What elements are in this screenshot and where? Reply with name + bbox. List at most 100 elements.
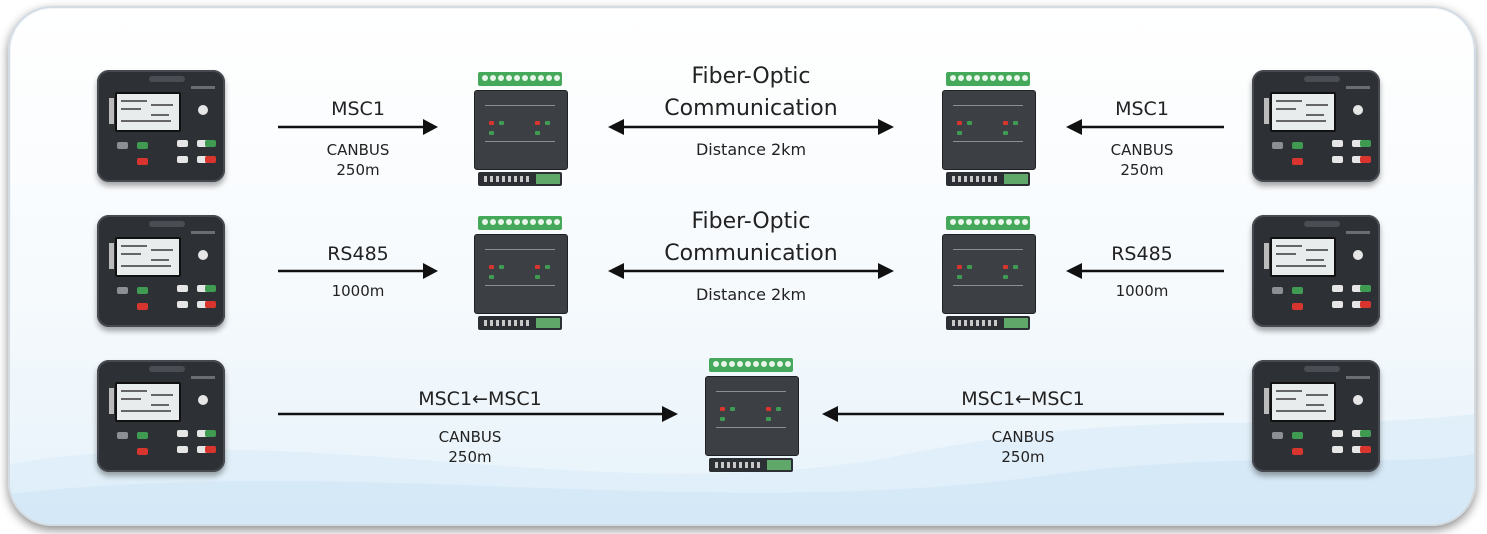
row1-center-title-1: Fiber-Optic xyxy=(691,64,811,89)
module-body xyxy=(942,90,1036,170)
module-body xyxy=(942,234,1036,314)
panel-button xyxy=(177,430,188,437)
controller-row2-left xyxy=(97,215,225,327)
terminal-pin xyxy=(729,361,735,367)
panel-button xyxy=(1332,446,1343,453)
connector-strip xyxy=(478,316,562,330)
connector-pin xyxy=(490,320,493,326)
lcd-line xyxy=(151,104,173,106)
connector-pin xyxy=(958,176,961,182)
connector-strip xyxy=(946,316,1030,330)
terminal-pin xyxy=(950,219,956,225)
divider-line xyxy=(953,285,1023,286)
module-row3-center xyxy=(705,358,799,474)
connector-pin xyxy=(976,176,979,182)
model-tag xyxy=(191,376,215,379)
terminal-pin xyxy=(530,75,536,81)
side-buttons xyxy=(1264,98,1269,124)
panel-button xyxy=(1292,142,1303,149)
side-buttons xyxy=(109,243,114,269)
row3-left-distance: 250m xyxy=(448,448,492,466)
lcd-line xyxy=(121,390,147,392)
lcd-line xyxy=(1276,120,1326,122)
panel-button xyxy=(1360,301,1371,308)
panel-button xyxy=(1332,301,1343,308)
connector-pin xyxy=(982,176,985,182)
terminal-pin xyxy=(998,219,1004,225)
lcd-line xyxy=(121,410,171,412)
terminal-pin xyxy=(482,75,488,81)
panel-button xyxy=(1332,430,1343,437)
terminal-pin xyxy=(1022,75,1028,81)
panel-button xyxy=(1292,158,1303,165)
panel-button xyxy=(1332,285,1343,292)
row2-center-title-2: Communication xyxy=(664,241,838,266)
panel-button xyxy=(197,430,208,437)
lcd-screen xyxy=(1270,92,1336,132)
divider-line xyxy=(716,427,786,428)
terminal-pin xyxy=(1006,75,1012,81)
row3-right-protocol: MSC1←MSC1 xyxy=(961,388,1085,410)
lcd-line xyxy=(121,120,171,122)
panel-button xyxy=(1352,446,1363,453)
status-led xyxy=(489,275,494,279)
panel-button xyxy=(1272,142,1283,149)
panel-button xyxy=(137,287,148,294)
terminal-pin xyxy=(958,75,964,81)
lcd-line xyxy=(121,108,141,110)
status-led xyxy=(957,265,962,269)
nav-keypad xyxy=(1344,96,1372,124)
terminal-pin xyxy=(974,219,980,225)
connector-pin xyxy=(514,176,517,182)
lcd-line xyxy=(1276,100,1302,102)
status-led xyxy=(489,121,494,125)
panel-button xyxy=(197,446,208,453)
panel-button xyxy=(117,287,128,294)
nav-keypad xyxy=(189,386,217,414)
connector-pin xyxy=(484,320,487,326)
nav-center-button xyxy=(1353,250,1363,260)
lcd-line xyxy=(121,100,147,102)
nav-keypad xyxy=(1344,386,1372,414)
brand-plate xyxy=(1304,221,1340,227)
panel-button xyxy=(1292,287,1303,294)
terminal-pin xyxy=(745,361,751,367)
status-led xyxy=(545,265,550,269)
panel-button xyxy=(177,301,188,308)
panel-button xyxy=(1352,140,1363,147)
panel-button xyxy=(1360,156,1371,163)
status-led xyxy=(499,121,504,125)
terminal-pin xyxy=(990,219,996,225)
status-led xyxy=(1003,275,1008,279)
lcd-line xyxy=(121,398,141,400)
panel-button xyxy=(1360,140,1371,147)
module-row2-right xyxy=(942,216,1036,332)
terminal-pin xyxy=(761,361,767,367)
panel-button xyxy=(205,156,216,163)
status-led xyxy=(720,407,725,411)
terminal-block xyxy=(709,358,793,372)
terminal-pin xyxy=(974,75,980,81)
status-led xyxy=(489,265,494,269)
terminal-pin xyxy=(482,219,488,225)
controller-row3-left xyxy=(97,360,225,472)
terminal-pin xyxy=(1006,219,1012,225)
connector-pin xyxy=(994,320,997,326)
connector-pin xyxy=(502,320,505,326)
panel-button xyxy=(177,446,188,453)
row3-left-bus: CANBUS xyxy=(438,428,502,446)
connector-strip xyxy=(709,458,793,472)
lcd-line xyxy=(1276,245,1302,247)
lcd-line xyxy=(1306,104,1328,106)
panel-button xyxy=(197,301,208,308)
panel-button xyxy=(205,285,216,292)
panel-button xyxy=(205,301,216,308)
terminal-pin xyxy=(982,219,988,225)
status-led xyxy=(535,265,540,269)
module-row1-right xyxy=(942,72,1036,188)
model-tag xyxy=(1346,231,1370,234)
model-tag xyxy=(191,231,215,234)
connector-pin xyxy=(733,462,736,468)
module-body xyxy=(474,90,568,170)
terminal-pin xyxy=(514,75,520,81)
